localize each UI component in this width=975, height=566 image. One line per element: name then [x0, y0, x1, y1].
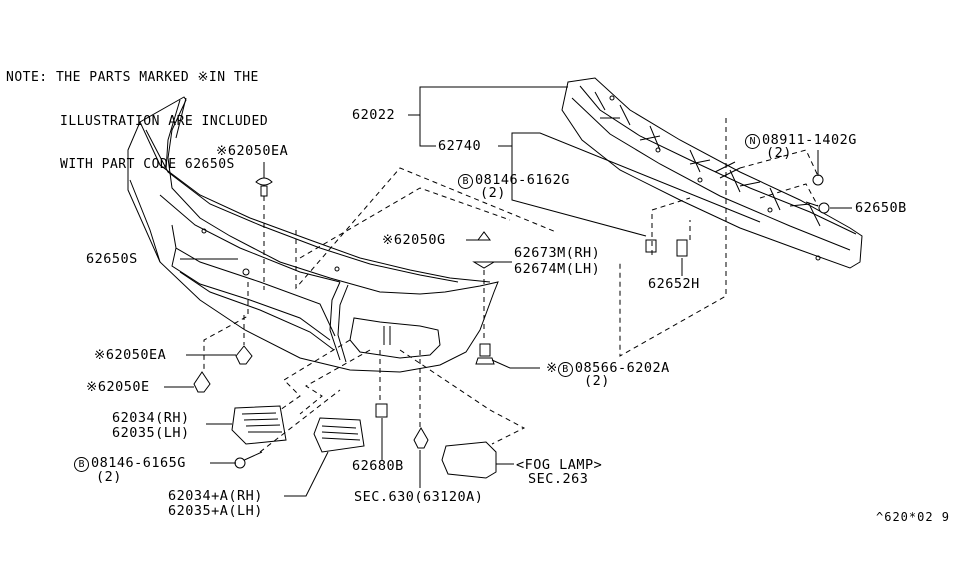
note-line-2: ILLUSTRATION ARE INCLUDED — [60, 113, 269, 129]
n-circle-icon: N — [745, 134, 760, 149]
qty-08566-6202A: (2) — [584, 373, 610, 389]
part-number: 08146-6165G — [91, 455, 186, 471]
part-label-62035[interactable]: 62035(LH) — [112, 425, 190, 441]
note-text: NOTE: THE PARTS MARKED ※IN THE ILLUSTRAT… — [6, 42, 268, 187]
bumper-fascia-drawing — [127, 96, 499, 373]
part-label-62022[interactable]: 62022 — [352, 107, 396, 123]
part-label-62050EA-top[interactable]: ※62050EA — [216, 144, 288, 159]
b-circle-icon: B — [74, 457, 89, 472]
asterisk-mark-icon: ※ — [382, 232, 394, 248]
part-label-62673M[interactable]: 62673M(RH) — [514, 245, 601, 261]
qty-08911-1402G: (2) — [766, 145, 792, 161]
part-label-62050E[interactable]: ※62050E — [86, 380, 150, 395]
leader-lines — [164, 86, 852, 497]
part-label-62050EA-lower[interactable]: ※62050EA — [94, 348, 166, 363]
part-label-62680B[interactable]: 62680B — [352, 458, 404, 474]
ref-label-sec630[interactable]: SEC.630(63120A) — [354, 489, 484, 505]
note-line-3: WITH PART CODE 62650S — [60, 157, 235, 172]
part-label-62650B[interactable]: 62650B — [855, 200, 907, 216]
diagram-reference-code: ^620*02 9 — [876, 510, 951, 524]
asterisk-mark-icon: ※ — [216, 143, 228, 159]
part-number: 62050E — [97, 379, 150, 395]
qty-08146-6162G: (2) — [480, 185, 506, 201]
part-label-62674M[interactable]: 62674M(LH) — [514, 261, 601, 277]
part-number: 62050G — [393, 232, 446, 248]
hardware-drawing — [193, 174, 830, 479]
part-number: 08146-6162G — [475, 172, 570, 188]
asterisk-mark-icon: ※ — [546, 360, 558, 376]
qty-08146-6165G: (2) — [96, 469, 122, 485]
part-label-62034[interactable]: 62034(RH) — [112, 410, 190, 426]
part-label-62652H[interactable]: 62652H — [648, 276, 700, 292]
part-number: 08911-1402G — [762, 132, 857, 148]
part-label-62035A[interactable]: 62035+A(LH) — [168, 503, 263, 519]
note-line-1: NOTE: THE PARTS MARKED ※IN THE — [6, 70, 259, 85]
ref-label-fog-lamp[interactable]: <FOG LAMP> — [516, 457, 603, 473]
part-label-62050G[interactable]: ※62050G — [382, 233, 446, 248]
asterisk-mark-icon: ※ — [94, 347, 106, 363]
part-label-62740[interactable]: 62740 — [438, 138, 482, 154]
part-number: 62050EA — [227, 143, 289, 159]
b-circle-icon: B — [557, 362, 573, 377]
b-circle-icon: B — [458, 174, 473, 189]
part-label-62650S[interactable]: 62650S — [86, 251, 138, 267]
part-label-62034A[interactable]: 62034+A(RH) — [168, 488, 263, 504]
dashed-lines — [203, 118, 819, 453]
ref-label-sec263[interactable]: SEC.263 — [528, 471, 589, 487]
part-number: 62050EA — [105, 347, 167, 363]
part-number: 08566-6202A — [574, 360, 670, 376]
reinforcement-drawing — [561, 77, 863, 269]
asterisk-mark-icon: ※ — [86, 379, 98, 395]
